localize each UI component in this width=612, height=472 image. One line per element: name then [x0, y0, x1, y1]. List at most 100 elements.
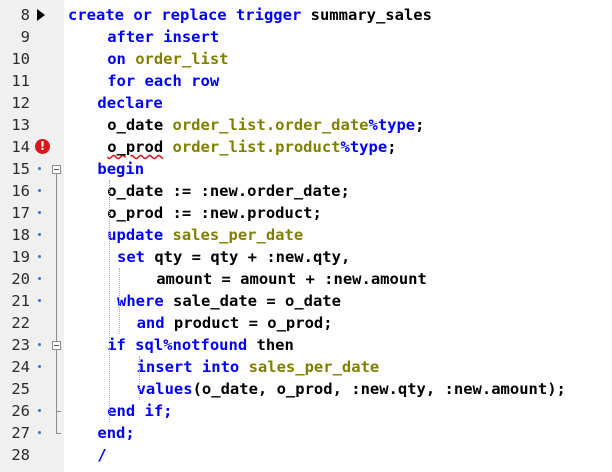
keyword-token: for each row	[107, 72, 220, 90]
keyword-token: %type	[368, 116, 416, 134]
code-text: and product = o_prod;	[137, 312, 333, 334]
line-number: 10	[11, 50, 30, 68]
code-line[interactable]: 23 if sql%notfound then	[0, 334, 612, 356]
keyword-token: end;	[97, 424, 135, 442]
text-token: amount = amount + :new.amount	[156, 270, 427, 288]
keyword-token: begin	[97, 160, 145, 178]
code-line[interactable]: 24 insert into sales_per_date	[0, 356, 612, 378]
text-token: qty = qty + :new.qty,	[145, 248, 351, 266]
breakpoint-dot-icon	[34, 356, 48, 378]
code-text: end if;	[107, 400, 172, 422]
keyword-token: on	[107, 50, 126, 68]
code-line[interactable]: 19 set qty = qty + :new.qty,	[0, 246, 612, 268]
line-number: 8	[20, 6, 30, 24]
line-number: 17	[11, 204, 30, 222]
gutter-marker-empty	[34, 48, 48, 70]
keyword-token: set	[117, 248, 145, 266]
code-line[interactable]: 25 values(o_date, o_prod, :new.qty, :new.…	[0, 378, 612, 400]
text-token: product = o_prod;	[164, 314, 333, 332]
line-number: 24	[11, 358, 30, 376]
keyword-token: and	[136, 314, 165, 332]
begin-block-fold-toggle[interactable]	[52, 165, 61, 174]
code-text: end;	[97, 422, 134, 444]
breakpoint-dot-icon	[34, 180, 48, 202]
breakpoint-dot-icon	[34, 158, 48, 180]
identifier-token: sales_per_date	[239, 358, 380, 376]
breakpoint-dot-icon	[34, 422, 48, 444]
code-line[interactable]: 12 declare	[0, 92, 612, 114]
text-token: (o_date, o_prod, :new.qty, :new.amount);	[192, 380, 566, 398]
code-line[interactable]: 22 and product = o_prod;	[0, 312, 612, 334]
text-token: ;	[387, 138, 397, 156]
code-text: values(o_date, o_prod, :new.qty, :new.am…	[137, 378, 566, 400]
code-line[interactable]: 17 o_prod := :new.product;	[0, 202, 612, 224]
breakpoint-dot-icon	[34, 334, 48, 356]
gutter-marker-empty	[34, 26, 48, 48]
code-text: o_date order_list.order_date%type;	[107, 114, 424, 136]
breakpoint-dot-icon	[34, 246, 48, 268]
line-number: 12	[11, 94, 30, 112]
if-block-fold-toggle[interactable]	[52, 341, 61, 350]
breakpoint-dot-icon	[34, 400, 48, 422]
code-text: after insert	[107, 26, 219, 48]
text-token: ;	[415, 116, 425, 134]
line-number: 16	[11, 182, 30, 200]
line-number: 25	[11, 380, 30, 398]
code-line[interactable]: 18 update sales_per_date	[0, 224, 612, 246]
line-number: 27	[11, 424, 30, 442]
code-line[interactable]: 15 begin	[0, 158, 612, 180]
code-text: o_date := :new.order_date;	[107, 180, 350, 202]
code-line[interactable]: 16 o_date := :new.order_date;	[0, 180, 612, 202]
line-number: 15	[11, 160, 30, 178]
line-number: 22	[11, 314, 30, 332]
line-number: 26	[11, 402, 30, 420]
line-number: 19	[11, 248, 30, 266]
keyword-token: insert into	[136, 358, 240, 376]
keyword-token: create or replace trigger	[68, 6, 302, 24]
code-text: amount = amount + :new.amount	[156, 268, 427, 290]
if-block-fold-end	[56, 411, 61, 412]
text-token: summary_sales	[301, 6, 432, 24]
code-line[interactable]: 28 /	[0, 444, 612, 466]
code-line[interactable]: 8 create or replace trigger summary_sales	[0, 4, 612, 26]
code-line[interactable]: 26 end if;	[0, 400, 612, 422]
code-text: /	[97, 444, 106, 466]
breakpoint-dot-icon	[34, 268, 48, 290]
code-text: where sale_date = o_date	[117, 290, 341, 312]
gutter-marker-empty	[34, 92, 48, 114]
keyword-token: after insert	[107, 28, 220, 46]
editor-gutter	[0, 0, 64, 472]
breakpoint-dot-icon	[34, 290, 48, 312]
keyword-token: where	[117, 292, 164, 310]
identifier-token: order_list.product	[172, 138, 341, 156]
code-text: set qty = qty + :new.qty,	[117, 246, 350, 268]
identifier-token: order_list	[125, 50, 229, 68]
begin-block-fold-end	[56, 433, 61, 434]
code-text: begin	[97, 158, 144, 180]
code-line[interactable]: 10 on order_list	[0, 48, 612, 70]
keyword-token: update	[107, 226, 164, 244]
code-text: insert into sales_per_date	[137, 356, 380, 378]
line-number: 28	[11, 446, 30, 464]
code-text: o_prod := :new.product;	[107, 202, 322, 224]
indent-guide	[109, 180, 111, 422]
current-line-arrow-icon	[34, 4, 48, 26]
code-text: for each row	[107, 70, 219, 92]
gutter-marker-empty	[34, 114, 48, 136]
identifier-token: sales_per_date	[163, 226, 304, 244]
keyword-token: declare	[97, 94, 163, 112]
text-token: sale_date = o_date	[163, 292, 341, 310]
code-line[interactable]: 14!o_prod order_list.product%type;	[0, 136, 612, 158]
code-text: update sales_per_date	[107, 224, 303, 246]
code-text: if sql%notfound then	[107, 334, 294, 356]
code-line[interactable]: 27 end;	[0, 422, 612, 444]
line-number: 23	[11, 336, 30, 354]
text-token: o_prod	[107, 138, 164, 156]
line-number: 18	[11, 226, 30, 244]
